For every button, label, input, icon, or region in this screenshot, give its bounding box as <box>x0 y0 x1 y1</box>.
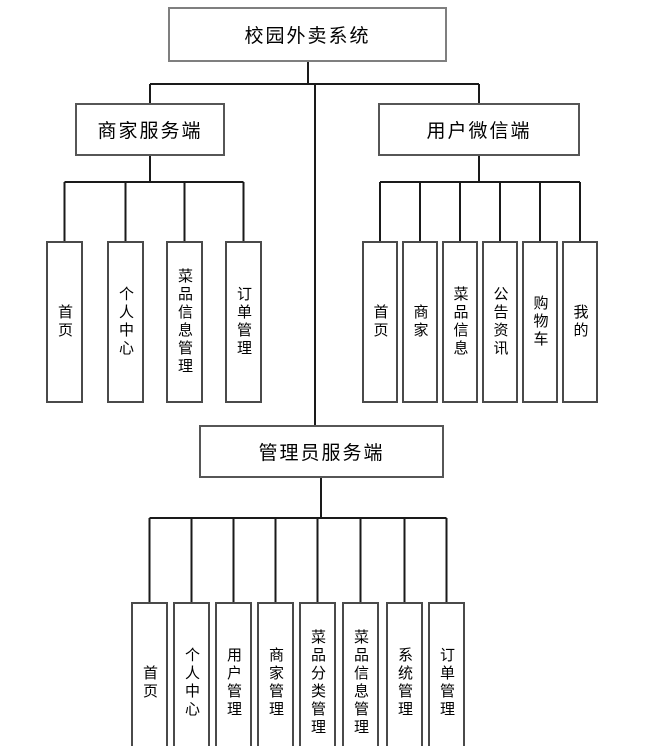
node-user-mine: 我的 <box>562 241 598 403</box>
node-admin-user-mgmt: 用户管理 <box>215 602 252 746</box>
leaf-label: 菜品信息管理 <box>352 629 369 737</box>
node-user-announcements: 公告资讯 <box>482 241 518 403</box>
node-admin-personal-center: 个人中心 <box>173 602 210 746</box>
leaf-label: 公告资讯 <box>491 286 509 358</box>
node-root-label: 校园外卖系统 <box>244 26 371 47</box>
node-admin-client: 管理员服务端 <box>199 425 444 478</box>
node-user-wechat-client: 用户微信端 <box>378 103 580 156</box>
leaf-label: 菜品分类管理 <box>309 629 326 737</box>
node-merchant-dish-info-mgmt: 菜品信息管理 <box>166 241 203 403</box>
leaf-label: 我的 <box>571 304 589 340</box>
node-merchant-client: 商家服务端 <box>75 103 225 156</box>
leaf-label: 首页 <box>56 304 73 340</box>
leaf-label: 首页 <box>371 304 389 340</box>
node-user-home: 首页 <box>362 241 398 403</box>
node-root: 校园外卖系统 <box>168 7 447 62</box>
node-user-dish-info: 菜品信息 <box>442 241 478 403</box>
leaf-label: 商家 <box>411 304 429 340</box>
leaf-label: 菜品信息管理 <box>176 268 193 376</box>
leaf-label: 首页 <box>141 665 158 701</box>
node-user-wechat-client-label: 用户微信端 <box>426 121 532 142</box>
node-admin-dish-info-mgmt: 菜品信息管理 <box>342 602 379 746</box>
leaf-label: 商家管理 <box>267 647 284 719</box>
leaf-label: 订单管理 <box>235 286 252 358</box>
node-admin-client-label: 管理员服务端 <box>258 443 385 464</box>
leaf-label: 个人中心 <box>117 286 134 358</box>
node-admin-home: 首页 <box>131 602 168 746</box>
node-admin-system-mgmt: 系统管理 <box>386 602 423 746</box>
leaf-label: 用户管理 <box>225 647 242 719</box>
node-user-merchants: 商家 <box>402 241 438 403</box>
leaf-label: 个人中心 <box>183 647 200 719</box>
node-merchant-home: 首页 <box>46 241 83 403</box>
node-merchant-client-label: 商家服务端 <box>97 121 203 142</box>
node-merchant-order-mgmt: 订单管理 <box>225 241 262 403</box>
leaf-label: 系统管理 <box>396 647 413 719</box>
leaf-label: 购物车 <box>531 295 549 349</box>
leaf-label: 订单管理 <box>438 647 455 719</box>
node-admin-merchant-mgmt: 商家管理 <box>257 602 294 746</box>
node-admin-order-mgmt: 订单管理 <box>428 602 465 746</box>
node-merchant-personal-center: 个人中心 <box>107 241 144 403</box>
node-user-cart: 购物车 <box>522 241 558 403</box>
node-admin-dish-category-mgmt: 菜品分类管理 <box>299 602 336 746</box>
leaf-label: 菜品信息 <box>451 286 469 358</box>
